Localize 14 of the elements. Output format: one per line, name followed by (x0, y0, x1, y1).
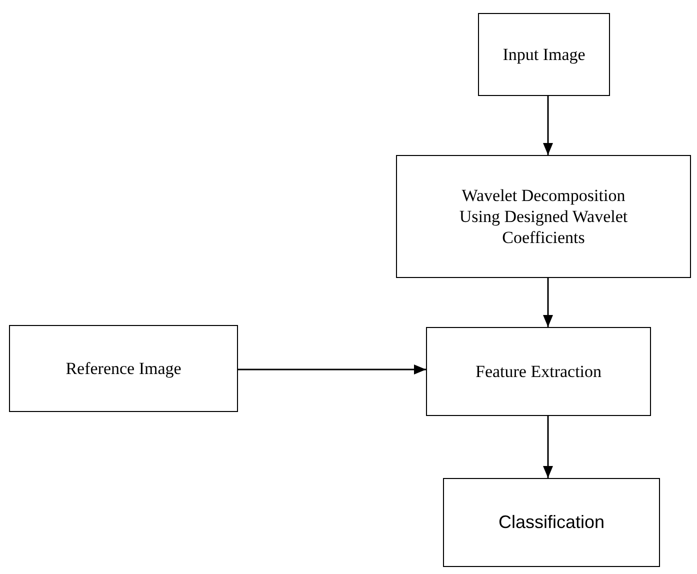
box-label: Classification (498, 511, 605, 534)
box-label: Reference Image (66, 358, 182, 380)
box-label: Wavelet Decomposition Using Designed Wavelet Coefficients (458, 184, 629, 248)
arrow (543, 416, 553, 478)
box-label: Input Image (502, 44, 586, 66)
process-box (478, 13, 610, 96)
process-box (9, 325, 238, 412)
arrow (543, 278, 553, 327)
arrow (543, 96, 553, 155)
process-box (443, 478, 660, 567)
process-box (396, 155, 691, 278)
process-box (426, 327, 651, 416)
arrow (238, 364, 426, 374)
box-label: Feature Extraction (475, 360, 602, 382)
